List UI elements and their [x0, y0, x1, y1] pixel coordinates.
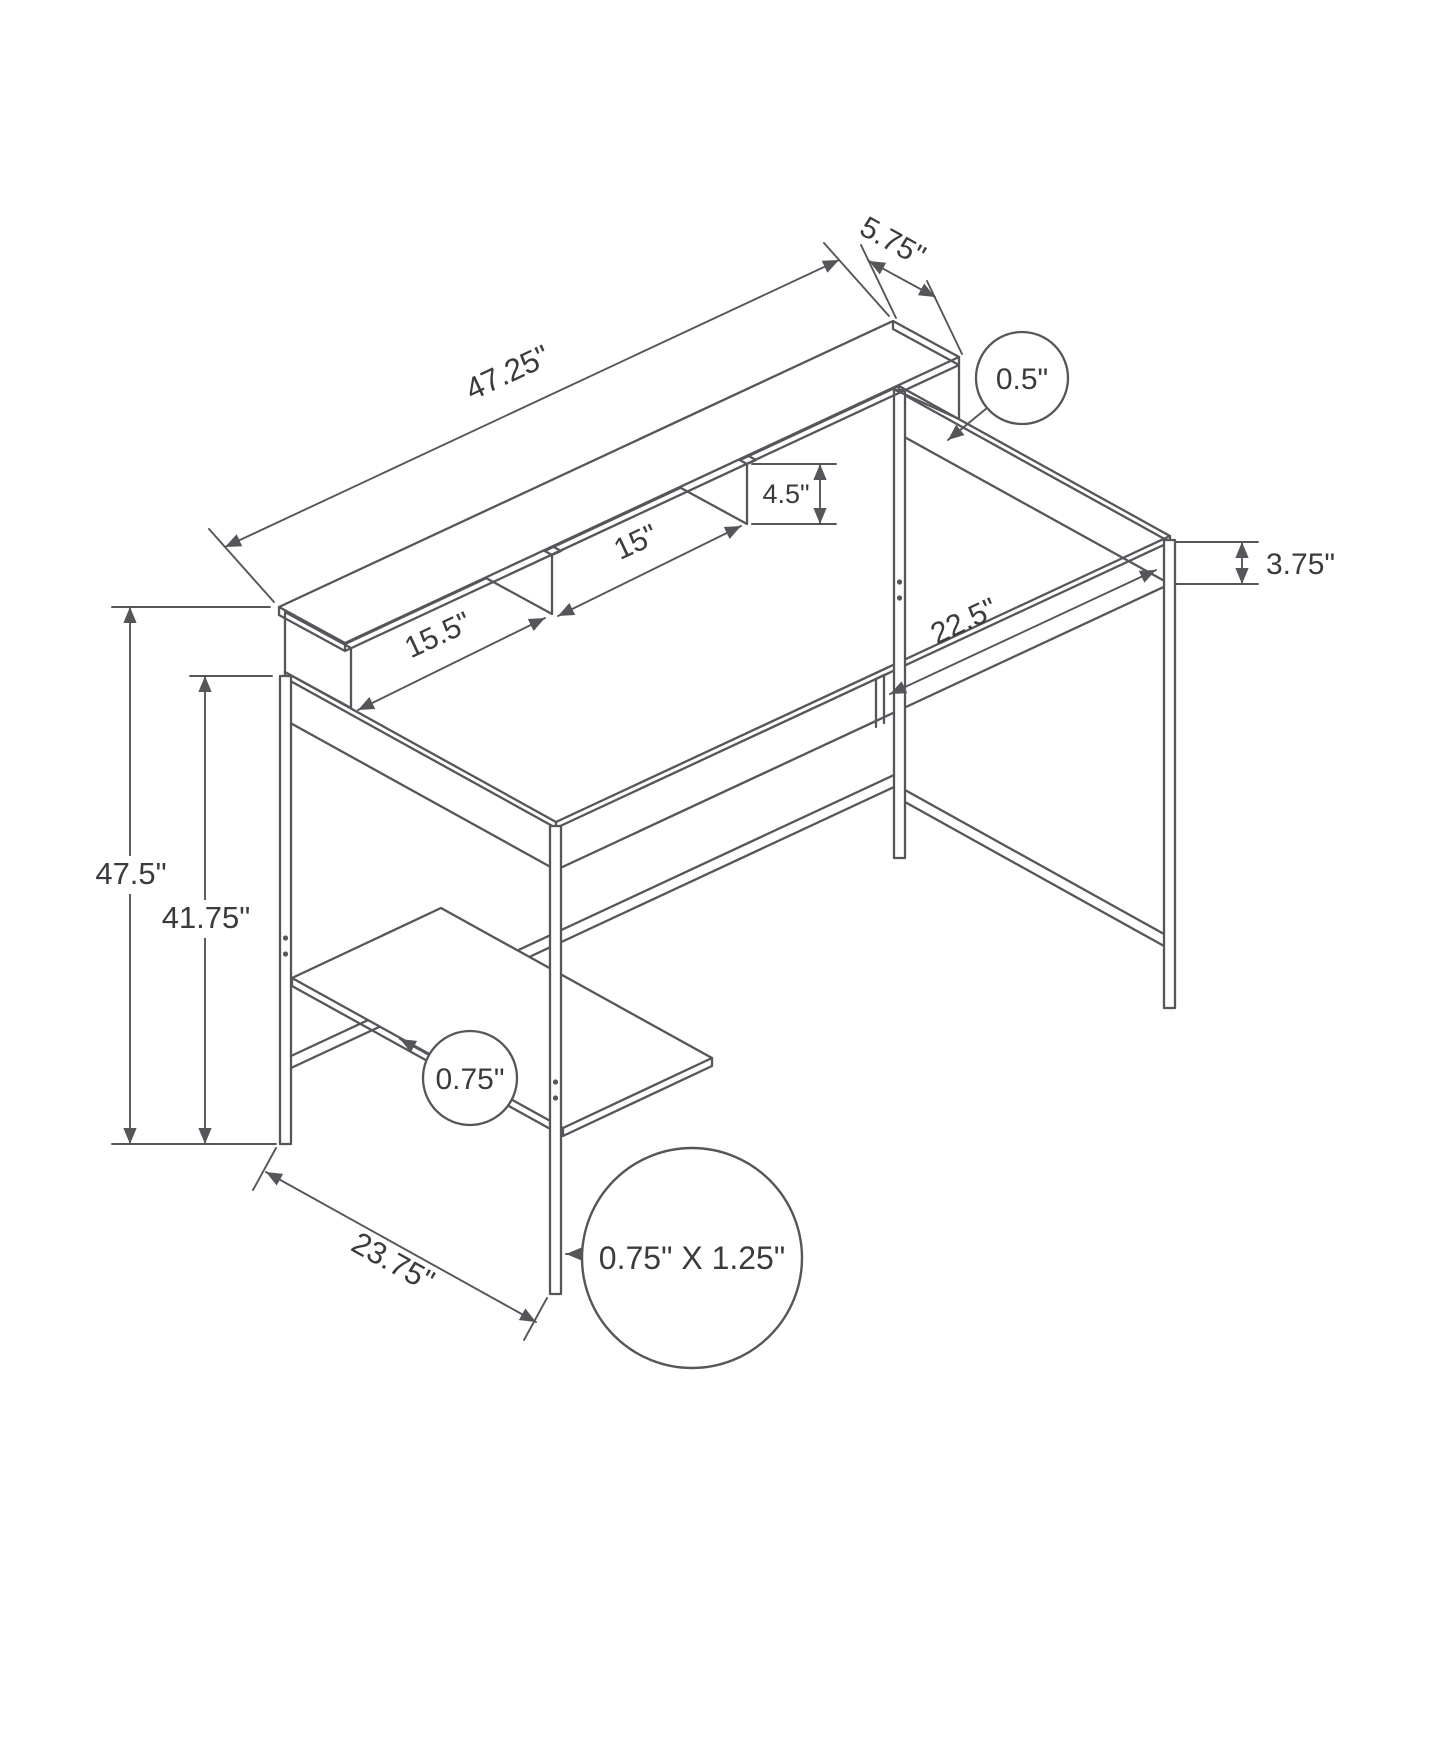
label-base-depth: 23.75" — [346, 1225, 440, 1299]
dim-clear-depth-line — [889, 569, 1157, 695]
label-overall-height: 47.5" — [95, 856, 166, 891]
desk-drawing — [277, 319, 1177, 1296]
callout-circle-leg-tube — [580, 1146, 804, 1370]
label-leg-tube-size: 0.75" X 1.25" — [599, 1240, 785, 1276]
label-mask-desktop-height — [149, 900, 263, 938]
label-overall-width: 47.25" — [460, 338, 555, 407]
dim-apron-height-extensions — [1175, 541, 1259, 585]
label-shelf-depth: 5.75" — [854, 211, 930, 273]
callout-circle-top-thickness — [974, 330, 1070, 426]
dim-hutch-height-extensions — [751, 463, 837, 525]
label-top-thickness: 0.5" — [996, 363, 1048, 396]
callout-circle-panel-thickness — [421, 1029, 519, 1127]
dim-overall-width-line — [224, 259, 840, 548]
dim-shelf-depth-line — [868, 260, 936, 298]
dim-overall-height-extensions — [111, 606, 277, 1145]
hutch-shelf-thickness — [277, 319, 961, 653]
stretcher-right — [903, 788, 1166, 948]
under-desk-divider — [874, 673, 886, 729]
label-apron-height: 3.75" — [1266, 548, 1335, 581]
screw-hole-dot — [282, 951, 289, 957]
dim-center-cubby-line — [557, 525, 742, 617]
screw-hole-dot — [282, 935, 289, 941]
screw-hole-dot — [552, 1079, 559, 1085]
screw-hole-dot — [896, 595, 903, 601]
leader-panel-thickness — [399, 1038, 430, 1056]
dim-overall-width-extensions — [208, 242, 890, 603]
dimension-lines — [84, 242, 1259, 1370]
label-hutch-opening-height: 4.5" — [762, 479, 809, 509]
leg-rear-left — [278, 674, 293, 1146]
label-mask-overall-height — [84, 856, 178, 894]
dim-base-depth-line — [265, 1171, 537, 1323]
screw-hole-dot — [552, 1095, 559, 1101]
dim-side-cubby-line — [357, 617, 546, 711]
leader-top-thickness — [947, 407, 988, 441]
label-panel-thickness: 0.75" — [435, 1063, 504, 1096]
screw-hole-dot — [896, 579, 903, 585]
dim-base-depth-extensions — [252, 1147, 548, 1341]
label-desktop-height: 41.75" — [162, 900, 251, 935]
leg-front-left — [548, 824, 563, 1296]
leg-front-right — [1162, 538, 1177, 1010]
hutch-riser-left — [283, 610, 353, 710]
leg-rear-right — [892, 388, 907, 860]
